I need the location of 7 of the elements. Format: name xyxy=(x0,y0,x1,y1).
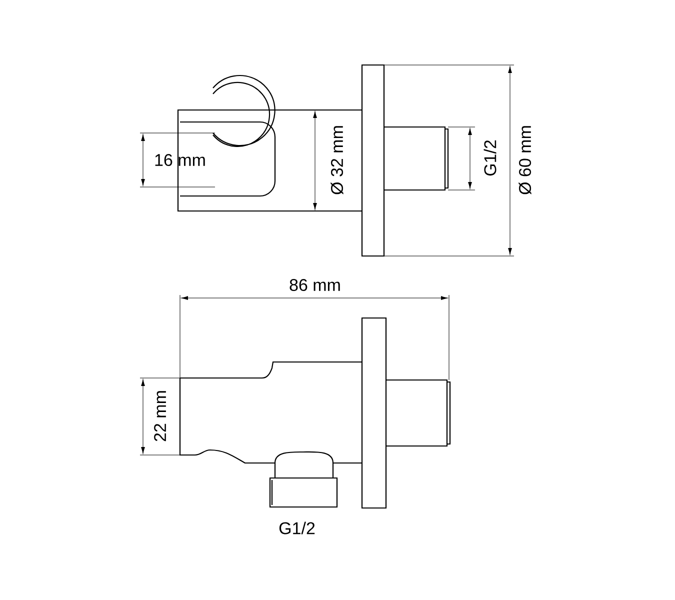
dimension-label: G1/2 xyxy=(279,522,315,534)
dimension-label: 86 mm xyxy=(290,278,340,292)
dimension-label: G1/2 xyxy=(484,140,496,176)
dimension-label: Ø 32 mm xyxy=(330,126,344,194)
dimension-label: 22 mm xyxy=(154,391,166,442)
dimension-label: Ø 60 mm xyxy=(518,126,532,194)
dimension-label: 16 mm xyxy=(155,154,205,166)
